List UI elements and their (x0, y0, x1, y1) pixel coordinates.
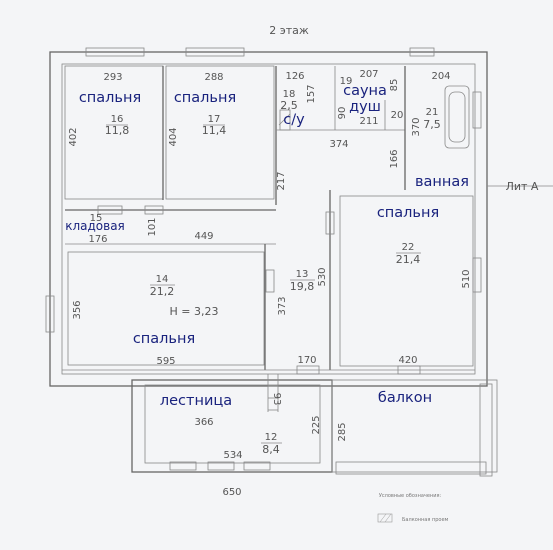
room-label-17: спальня (174, 90, 236, 106)
dim-595: 595 (156, 356, 175, 367)
room-number-18: 18 (283, 89, 296, 100)
room-label-12: лестница (160, 393, 232, 409)
dim-288: 288 (204, 72, 223, 83)
dim-530: 530 (317, 267, 328, 286)
windows (45, 47, 493, 477)
room-label-14: спальня (133, 331, 195, 347)
dim-449: 449 (194, 231, 213, 242)
room-area-13: 19,8 (290, 280, 315, 293)
inner-walls (62, 65, 475, 371)
room-area-17: 11,4 (202, 124, 227, 137)
room-label-19: сауна (343, 83, 387, 99)
dim-534: 534 (223, 450, 242, 461)
dim-176: 176 (88, 234, 107, 245)
room-height-14: H = 3,23 (170, 305, 219, 318)
legend: Условные обозначения: Балконная проем (377, 493, 449, 523)
room-label-15: кладовая (65, 219, 125, 233)
room-area-21: 7,5 (423, 118, 441, 131)
dim-373: 373 (277, 296, 288, 315)
dim-510: 510 (461, 269, 472, 288)
room-number-16: 16 (111, 114, 124, 125)
dim-101: 101 (147, 217, 158, 236)
room-area-22: 21,4 (396, 253, 421, 266)
dim-157: 157 (306, 84, 317, 103)
room-number-21: 21 (426, 107, 439, 118)
room-number-12: 12 (265, 432, 278, 443)
room-number-17: 17 (208, 114, 221, 125)
dim-204: 204 (431, 71, 450, 82)
dim-356: 356 (72, 300, 83, 319)
room-area-12: 8,4 (262, 443, 280, 456)
dim-166: 166 (389, 149, 400, 168)
dim-404: 404 (168, 127, 179, 146)
dim-126: 126 (285, 71, 304, 82)
lit-label: Лит А (506, 180, 539, 193)
room-label-18: с/у (283, 112, 305, 128)
room-area-16: 11,8 (105, 124, 130, 137)
room-number-15: 15 (90, 213, 103, 224)
plan-title: 2 этаж (269, 24, 309, 37)
room-labels: спальня спальня с/у сауна душ ванная кла… (65, 83, 469, 409)
dim-420: 420 (398, 355, 417, 366)
dim-285: 285 (337, 422, 348, 441)
dim-207: 207 (359, 69, 378, 80)
room-number-19: 19 (340, 76, 353, 87)
dim-170: 170 (297, 355, 316, 366)
room-label-21: ванная (415, 174, 469, 190)
room-numbers: 16 11,8 17 11,4 18 2,5 19 20 21 7,5 15 1… (90, 76, 441, 456)
dim-211: 211 (359, 116, 378, 127)
room-number-14: 14 (156, 274, 169, 285)
room-area-18: 2,5 (280, 99, 298, 112)
dim-85: 85 (389, 79, 400, 92)
dim-90: 90 (337, 107, 348, 120)
dim-402: 402 (68, 127, 79, 146)
dimensions: 293 288 126 207 204 402 404 157 85 90 21… (68, 69, 472, 498)
room-number-20: 20 (391, 110, 404, 121)
doors (97, 109, 421, 375)
dim-370: 370 (411, 117, 422, 136)
legend-item: Балконная проем (402, 517, 449, 523)
dim-650: 650 (222, 487, 241, 498)
dim-366: 366 (194, 417, 213, 428)
room-area-14: 21,2 (150, 285, 175, 298)
room-label-20: душ (349, 99, 381, 115)
room-label-16: спальня (79, 90, 141, 106)
dim-293: 293 (103, 72, 122, 83)
dim-225: 225 (311, 415, 322, 434)
room-label-balcony: балкон (378, 390, 432, 406)
bathtub (444, 85, 470, 149)
legend-title: Условные обозначения: (379, 493, 442, 499)
staircase (267, 374, 279, 412)
dim-93: 93 (271, 393, 282, 406)
room-number-22: 22 (402, 242, 415, 253)
dim-374: 374 (329, 139, 348, 150)
room-number-13: 13 (296, 269, 309, 280)
room-label-22: спальня (377, 205, 439, 221)
dim-217: 217 (276, 171, 287, 190)
